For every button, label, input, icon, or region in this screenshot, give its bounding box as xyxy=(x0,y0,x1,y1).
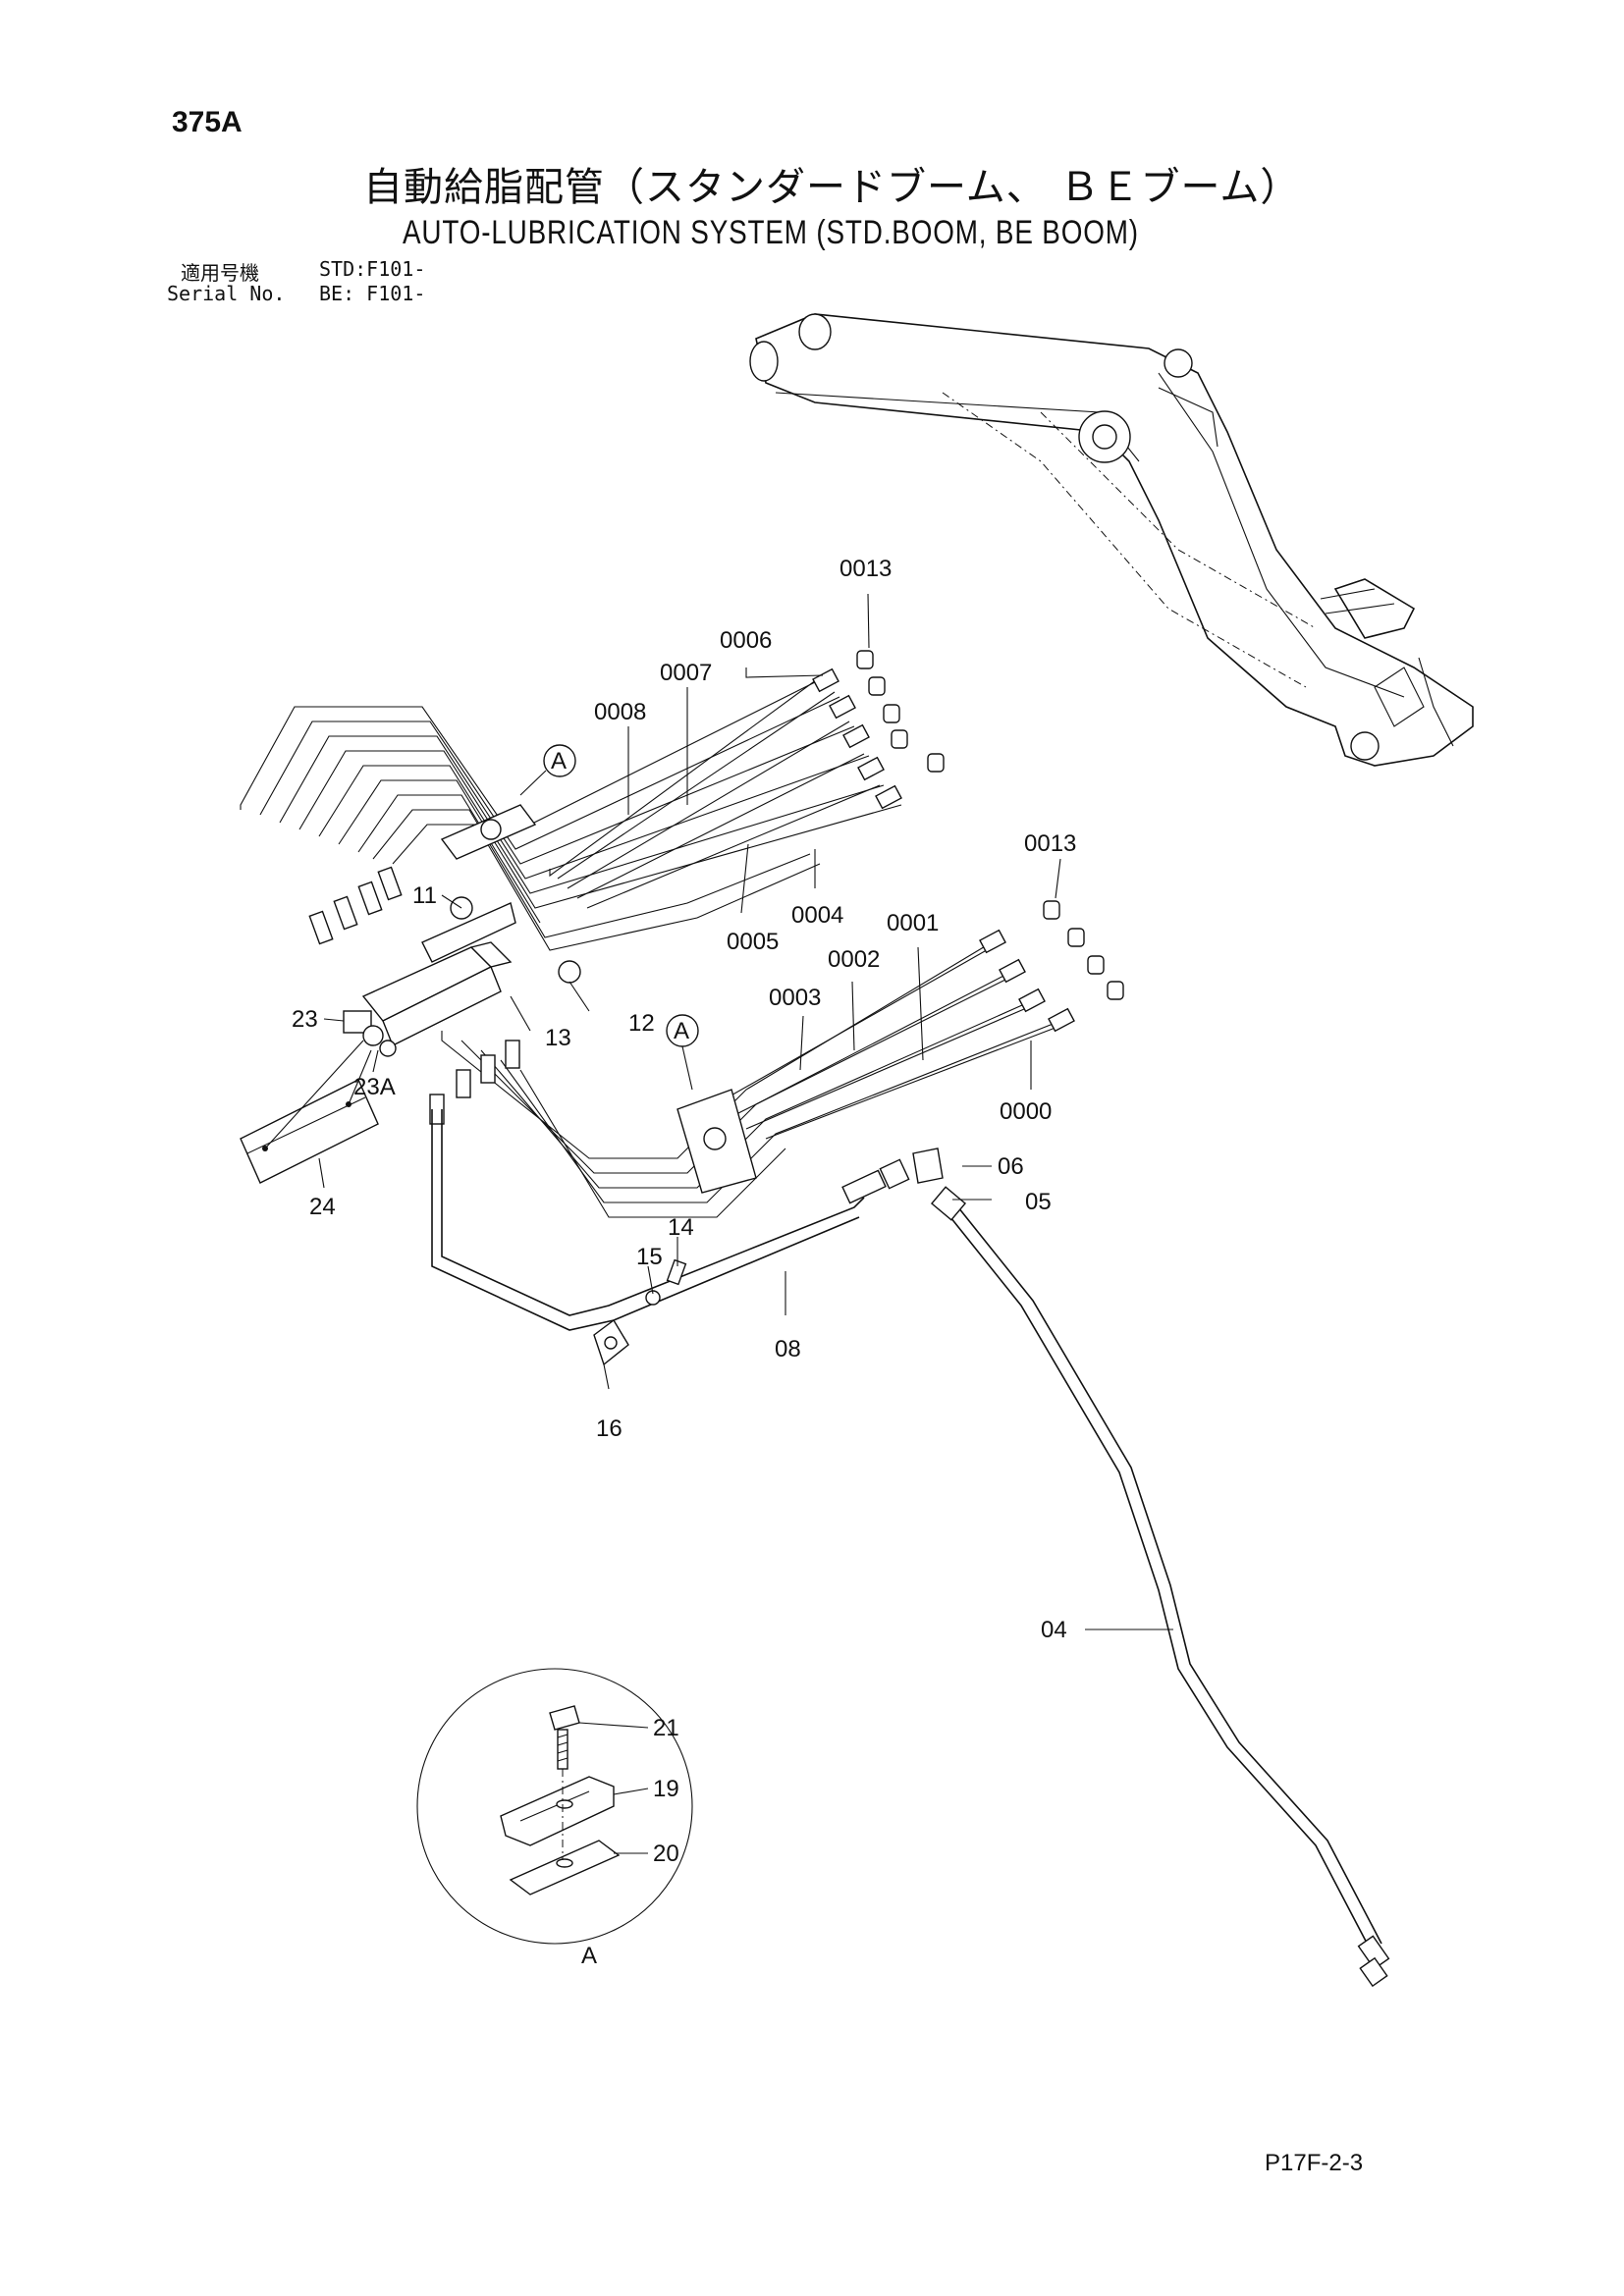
label-0007: 0007 xyxy=(660,660,712,686)
label-13: 13 xyxy=(545,1025,571,1051)
label-04: 04 xyxy=(1041,1617,1067,1643)
label-05: 05 xyxy=(1025,1189,1052,1215)
label-0013-lower: 0013 xyxy=(1024,830,1076,857)
part-labels: 0013 0006 0007 0008 0005 0004 0013 0001 … xyxy=(292,556,1076,1969)
page-number: 375A xyxy=(172,106,243,138)
label-0002: 0002 xyxy=(828,946,880,973)
callout-a-lower: A xyxy=(666,1014,699,1091)
label-0004: 0004 xyxy=(791,902,843,929)
lower-pipe-bundle xyxy=(441,941,1061,1218)
title-japanese: 自動給脂配管（スタンダードブーム、 ＢＥブーム） xyxy=(363,165,1301,210)
label-20: 20 xyxy=(653,1841,679,1867)
label-15: 15 xyxy=(636,1244,663,1270)
label-0008: 0008 xyxy=(594,699,646,725)
hose-08 xyxy=(431,1109,944,1331)
label-0003: 0003 xyxy=(769,985,821,1011)
title-english: AUTO-LUBRICATION SYSTEM (STD.BOOM, BE BO… xyxy=(403,214,1139,251)
boom-illustration xyxy=(749,313,1474,767)
label-23: 23 xyxy=(292,1006,318,1033)
label-23A: 23A xyxy=(353,1074,396,1100)
label-0006: 0006 xyxy=(720,627,772,654)
callout-a-upper: A xyxy=(519,744,576,796)
label-08: 08 xyxy=(775,1336,801,1362)
upper-pipe-bundle xyxy=(240,676,902,951)
label-21: 21 xyxy=(653,1715,679,1741)
svg-text:A: A xyxy=(674,1018,689,1044)
label-12: 12 xyxy=(628,1010,655,1037)
detail-a xyxy=(416,1668,693,1945)
hose-04 xyxy=(930,1186,1390,1988)
label-24: 24 xyxy=(309,1194,336,1220)
label-detail-a: A xyxy=(581,1943,597,1969)
label-06: 06 xyxy=(998,1153,1024,1180)
label-16: 16 xyxy=(596,1415,623,1442)
footer-code: P17F-2-3 xyxy=(1265,2150,1364,2176)
plate-24 xyxy=(240,1040,379,1184)
serial-label-japanese: 適用号機 xyxy=(181,261,259,285)
leader-lines xyxy=(318,593,1173,1854)
clamp-lower xyxy=(677,1089,757,1194)
distributor-block xyxy=(308,866,581,1125)
svg-text:A: A xyxy=(551,748,567,774)
lower-nozzles xyxy=(979,900,1124,1033)
label-0000: 0000 xyxy=(1000,1098,1052,1125)
label-0013-upper: 0013 xyxy=(839,556,892,582)
clamp-upper xyxy=(440,804,537,860)
label-14: 14 xyxy=(668,1214,694,1241)
label-0005: 0005 xyxy=(727,929,779,955)
serial-label-english: Serial No. xyxy=(167,282,286,305)
label-11: 11 xyxy=(412,882,437,909)
serial-std: STD:F101- xyxy=(319,257,426,281)
bracket-16 xyxy=(593,1258,687,1366)
serial-be: BE: F101- xyxy=(319,282,426,305)
upper-nozzles xyxy=(812,650,945,810)
label-19: 19 xyxy=(653,1776,679,1802)
label-0001: 0001 xyxy=(887,910,939,936)
